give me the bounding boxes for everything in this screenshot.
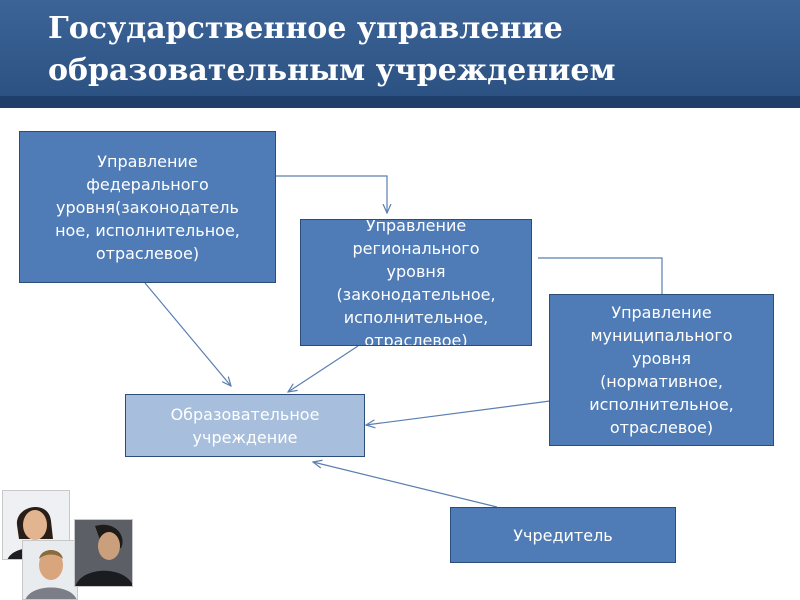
municipal-level-box: Управление муниципального уровня (нормат… — [549, 294, 774, 446]
municipal-level-label: Управление муниципального уровня (нормат… — [589, 303, 734, 437]
regional-level-box: Управление регионального уровня (законод… — [300, 219, 532, 346]
arrow-regional-to-institution — [288, 345, 359, 392]
title-bar — [0, 0, 800, 96]
slide-title-line-1: Государственное управление — [48, 11, 563, 46]
federal-level-label: Управление федерального уровня(законодат… — [55, 151, 240, 263]
slide-title: Государственное управление образовательн… — [48, 8, 616, 92]
federal-level-box: Управление федерального уровня(законодат… — [19, 131, 276, 283]
title-bar-band — [0, 96, 800, 108]
connector-federal-to-regional — [276, 175, 387, 213]
slide-title-line-2: образовательным учреждением — [48, 53, 616, 88]
regional-level-label: Управление регионального уровня (законод… — [336, 219, 496, 346]
founder-box: Учредитель — [450, 507, 676, 563]
educational-institution-label: Образовательное учреждение — [170, 404, 320, 447]
arrow-federal-to-institution — [144, 282, 231, 386]
photo-man-smiling — [22, 540, 78, 600]
arrow-founder-to-institution — [313, 462, 498, 508]
arrow-municipal-to-institution — [366, 400, 551, 425]
educational-institution-box: Образовательное учреждение — [125, 394, 365, 457]
photo-man-profile — [74, 519, 133, 587]
connector-regional-to-municipal — [538, 257, 663, 294]
founder-label: Учредитель — [513, 525, 613, 545]
